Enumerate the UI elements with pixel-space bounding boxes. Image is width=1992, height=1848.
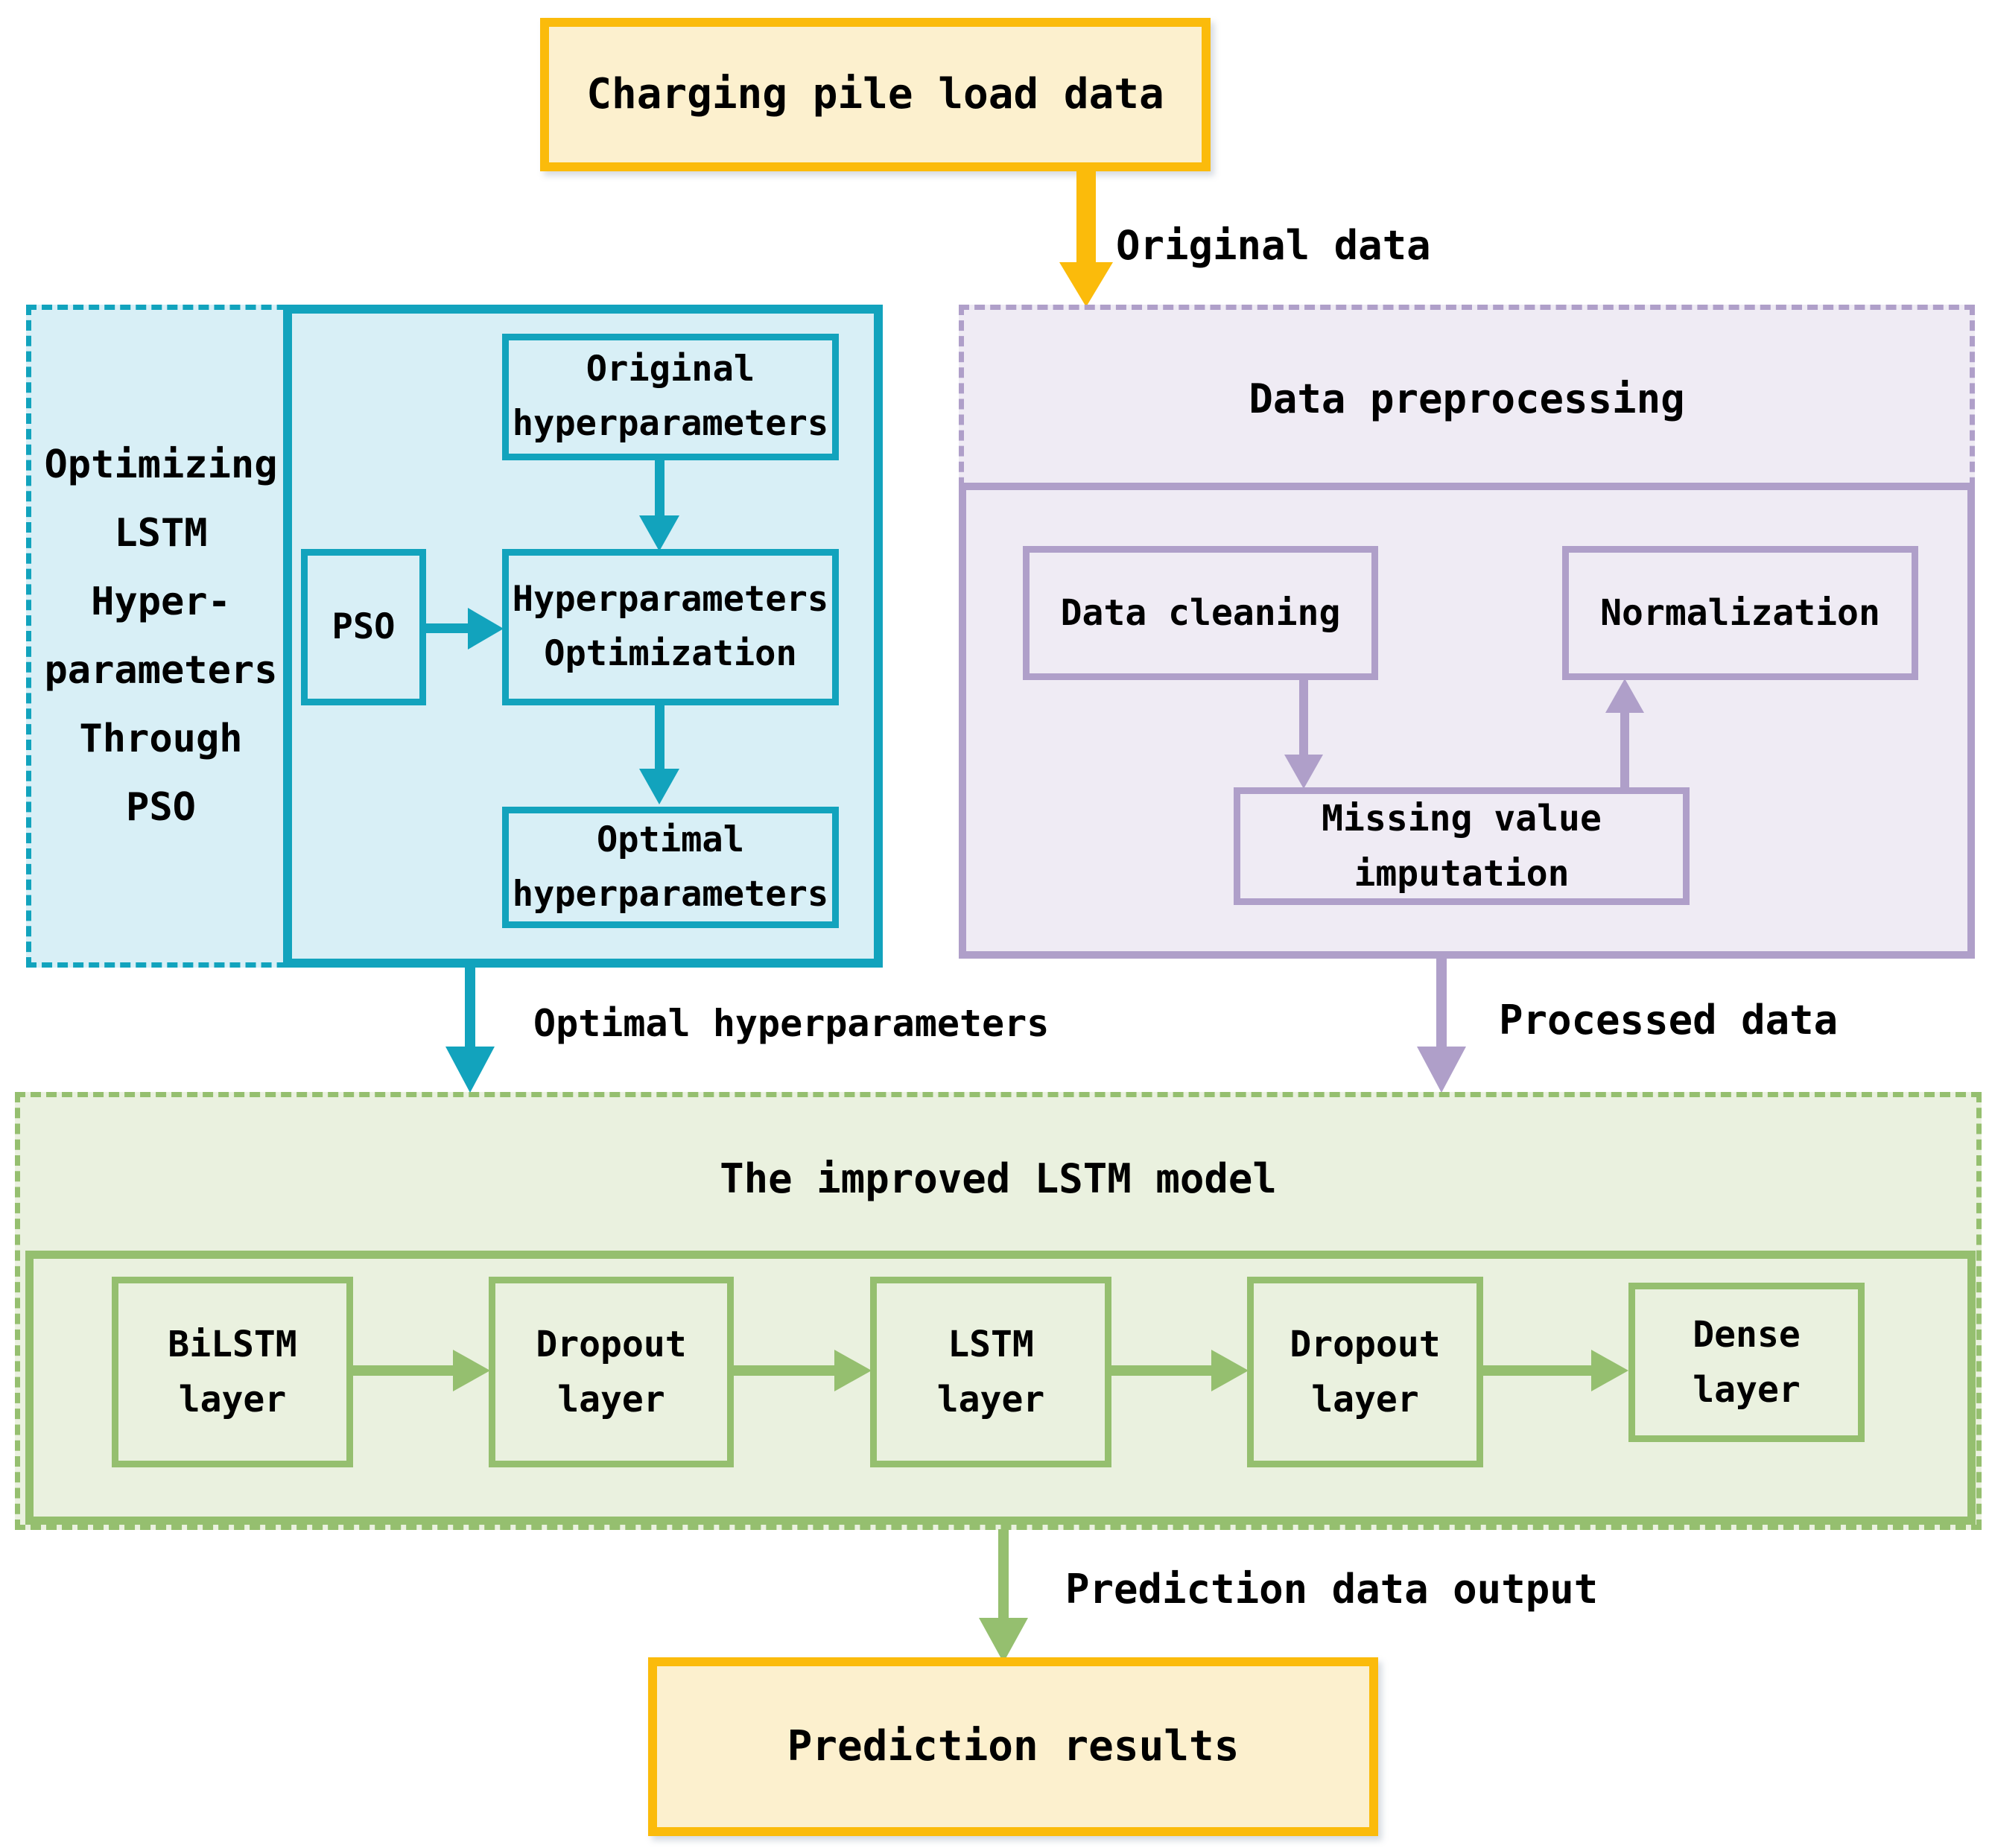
arrow-head — [1591, 1350, 1628, 1391]
arrow-head — [1284, 755, 1323, 789]
node-lstm-layer: LSTM layer — [870, 1277, 1111, 1467]
sidebar-line: parameters — [44, 648, 278, 693]
sidebar-line: PSO — [126, 785, 196, 830]
node-hyperparameters-optimization: Hyperparameters Optimization — [502, 549, 839, 705]
arrow-stem — [352, 1365, 454, 1376]
arrow-stem — [1436, 958, 1447, 1049]
arrow-stem — [1620, 711, 1629, 788]
arrow-head — [445, 1047, 495, 1093]
sidebar-pso-caption: Optimizing LSTM Hyper- parameters Throug… — [31, 310, 291, 962]
sidebar-line: LSTM — [114, 511, 208, 556]
edge-label-prediction-output: Prediction data output — [1065, 1566, 1599, 1613]
arrow-head — [639, 515, 679, 551]
sidebar-line: Optimizing — [44, 442, 278, 487]
arrow-head — [639, 769, 679, 804]
node-normalization: Normalization — [1562, 546, 1918, 680]
arrow-head — [1605, 679, 1644, 713]
sidebar-line: Hyper- — [91, 580, 231, 624]
arrow-stem — [465, 967, 475, 1049]
arrow-stem — [1482, 1365, 1593, 1376]
node-original-hyperparameters: Original hyperparameters — [502, 334, 839, 460]
sidebar-line: Through — [79, 717, 243, 761]
node-dropout-layer-1: Dropout layer — [489, 1277, 734, 1467]
arrow-head — [1059, 262, 1113, 307]
node-missing-value-imputation: Missing value imputation — [1234, 787, 1690, 905]
node-dropout-layer-2: Dropout layer — [1247, 1277, 1483, 1467]
arrow-head — [1417, 1047, 1466, 1093]
arrow-head — [468, 608, 504, 650]
arrow-stem — [655, 705, 664, 770]
arrow-stem — [1110, 1365, 1213, 1376]
arrow-head — [834, 1350, 872, 1391]
panel-title-improved-lstm: The improved LSTM model — [720, 1155, 1277, 1202]
arrow-head — [979, 1618, 1028, 1663]
arrow-stem — [998, 1529, 1009, 1620]
edge-label-original-data: Original data — [1116, 222, 1431, 269]
node-optimal-hyperparameters: Optimal hyperparameters — [502, 807, 839, 928]
node-charging-pile-load-data: Charging pile load data — [540, 18, 1211, 171]
arrow-stem — [732, 1365, 836, 1376]
arrow-head — [453, 1350, 490, 1391]
edge-label-processed-data: Processed data — [1499, 997, 1839, 1044]
arrow-stem — [425, 623, 469, 633]
node-dense-layer: Dense layer — [1628, 1283, 1865, 1442]
node-data-cleaning: Data cleaning — [1023, 546, 1378, 680]
arrow-stem — [1076, 170, 1096, 264]
arrow-stem — [1299, 679, 1308, 756]
arrow-stem — [655, 459, 664, 517]
node-prediction-results: Prediction results — [648, 1657, 1378, 1836]
edge-label-optimal-hyperparameters: Optimal hyperparameters — [533, 1002, 1050, 1045]
arrow-head — [1211, 1350, 1249, 1391]
panel-title-data-preprocessing: Data preprocessing — [1249, 375, 1685, 422]
node-bilstm-layer: BiLSTM layer — [112, 1277, 353, 1467]
node-pso: PSO — [301, 549, 426, 705]
